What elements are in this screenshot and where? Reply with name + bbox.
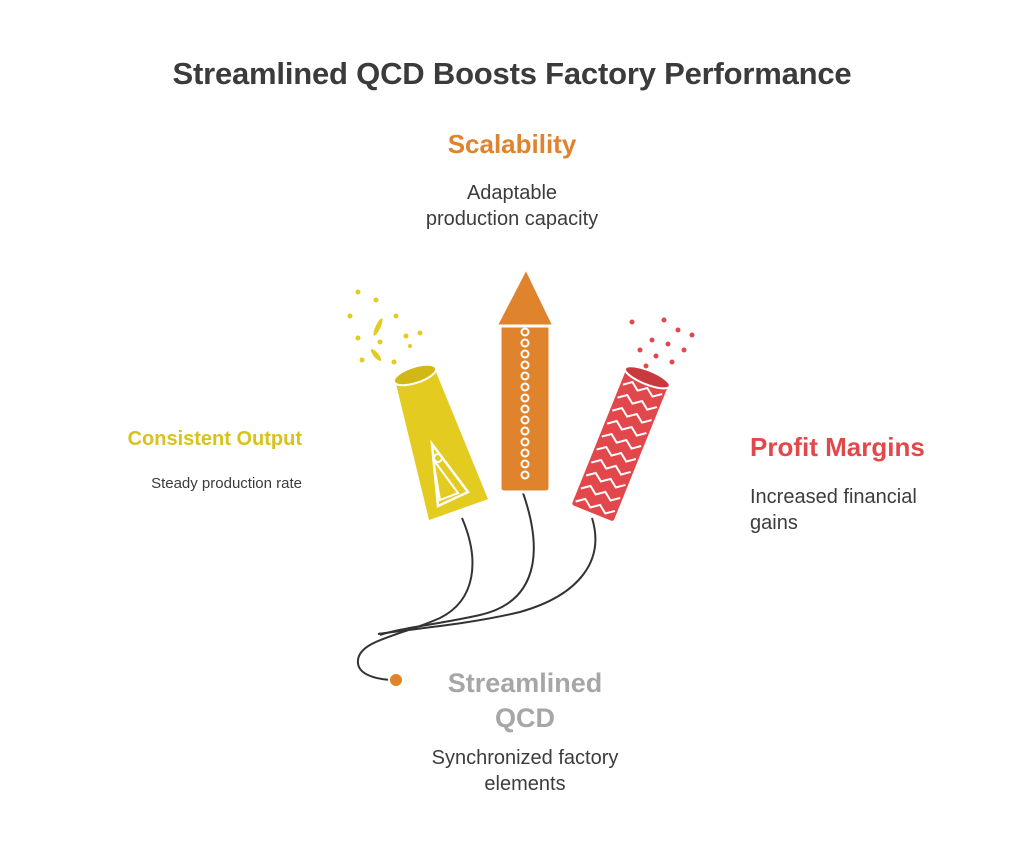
scalability-description: Adaptable production capacity <box>362 180 662 233</box>
diagram-title: Streamlined QCD Boosts Factory Performan… <box>172 56 852 91</box>
streamlined-qcd-heading-line: Streamlined <box>447 668 603 698</box>
scalability-heading: Scalability <box>447 129 577 159</box>
fuse-yellow <box>356 517 474 681</box>
scalability-description-line: production capacity <box>425 208 599 231</box>
fuse-orange <box>379 489 535 636</box>
streamlined-qcd-description-line: elements <box>484 773 566 796</box>
fuse-lines <box>356 489 597 681</box>
fuse-start-dot <box>388 672 404 688</box>
profit-margins-description: Increased financial gains <box>750 484 990 537</box>
streamlined-qcd-description-line: Synchronized factory <box>431 747 619 769</box>
profit-margins-description-line: Increased financial <box>750 486 917 508</box>
spark-dots-yellow <box>346 288 424 366</box>
profit-margins-heading: Profit Margins <box>750 432 925 462</box>
streamlined-qcd-heading: Streamlined QCD <box>380 666 670 736</box>
spark-dots-red <box>628 316 696 370</box>
fuse-red <box>377 517 597 635</box>
streamlined-qcd-heading-line: QCD <box>495 703 555 734</box>
profit-margins-description-line: gains <box>750 512 798 535</box>
cone-firework-icon <box>392 363 492 524</box>
consistent-output-description: Steady production rate <box>151 475 302 492</box>
scalability-description-line: Adaptable <box>466 182 558 204</box>
streamlined-qcd-description: Synchronized factory elements <box>380 745 670 798</box>
consistent-output-heading: Consistent Output <box>127 428 302 450</box>
zigzag-firework-icon <box>569 365 671 524</box>
rocket-firework-icon <box>493 264 557 494</box>
